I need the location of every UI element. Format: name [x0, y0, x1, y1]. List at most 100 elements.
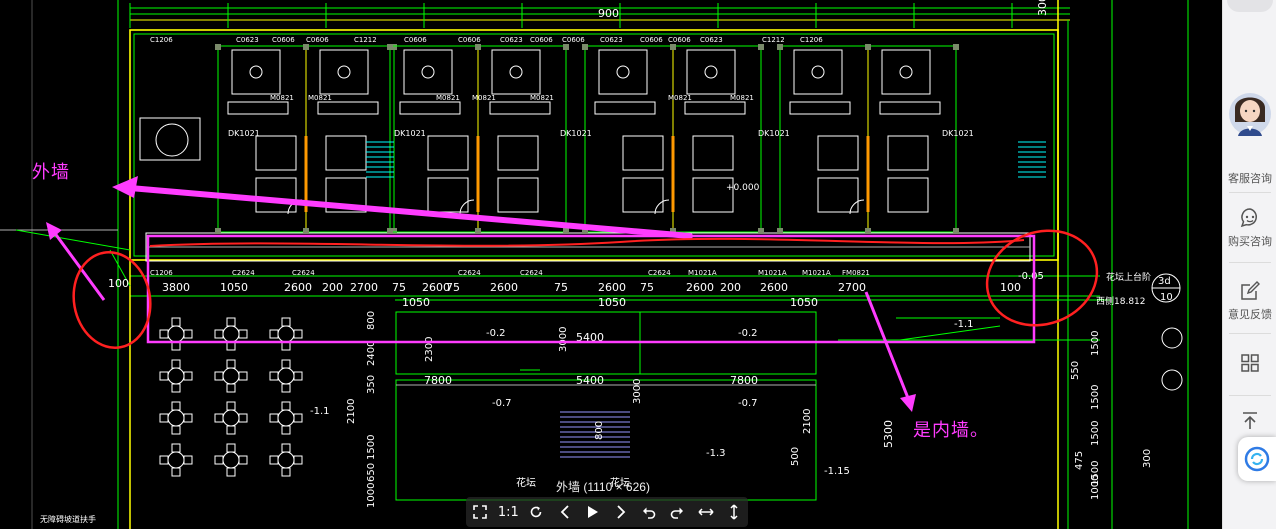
bed	[255, 135, 297, 171]
dining-table	[277, 409, 295, 427]
customer-service-avatar-icon	[1229, 93, 1271, 136]
dining-chair	[171, 383, 181, 393]
room-code: C2624	[292, 269, 315, 277]
top-dim-label: 900	[598, 7, 619, 20]
annotation-arrow	[864, 291, 910, 399]
sidebar-item-customer-service-label[interactable]: 客服咨询	[1228, 173, 1272, 185]
column	[670, 44, 676, 50]
room-code: M1021A	[802, 269, 831, 277]
annotation-arrowhead	[112, 176, 138, 198]
sidebar-item-back-to-top[interactable]	[1223, 410, 1276, 436]
dimension-label-vertical: 2100	[346, 399, 357, 424]
room-code: C1206	[150, 269, 173, 277]
floating-assistant-button[interactable]	[1238, 437, 1276, 481]
column	[582, 44, 588, 50]
dining-chair	[238, 455, 248, 465]
dining-chair	[171, 443, 181, 453]
bed	[622, 135, 664, 171]
side-label: 花坛上台阶	[1106, 271, 1151, 283]
dining-chair	[171, 359, 181, 369]
dimension-label-vertical: 1500	[1090, 461, 1101, 486]
fit-height-icon[interactable]	[722, 500, 746, 524]
bed	[692, 177, 734, 213]
dining-chair	[183, 329, 193, 339]
dimension-label: 5400	[576, 374, 604, 387]
column	[387, 228, 393, 234]
dimension-label: 200	[322, 281, 343, 294]
highlight-rectangle	[146, 234, 1036, 344]
dining-chair	[226, 359, 236, 369]
rotate-icon[interactable]	[524, 500, 548, 524]
zoom-one-to-one-button[interactable]: 1:1	[497, 504, 519, 520]
dining-chair	[226, 443, 236, 453]
desk	[594, 101, 656, 115]
room-code: C0606	[272, 36, 295, 44]
dining-chair	[171, 401, 181, 411]
dining-table	[277, 325, 295, 343]
dimension-label: 2600	[686, 281, 714, 294]
dining-chair	[214, 455, 224, 465]
dining-table	[277, 451, 295, 469]
column	[758, 44, 764, 50]
grid-apps-icon	[1241, 354, 1259, 372]
planter-label: 花坛	[516, 476, 536, 489]
inner-wall-annotation: 是内墙。	[913, 420, 989, 441]
dining-table	[167, 409, 185, 427]
room-code: C2624	[232, 269, 255, 277]
dining-chair	[214, 371, 224, 381]
dimension-label-vertical: 3000	[632, 379, 643, 404]
dining-chair	[238, 329, 248, 339]
dining-table	[167, 451, 185, 469]
room-code: C0606	[306, 36, 329, 44]
prev-icon[interactable]	[553, 500, 577, 524]
dining-chair	[183, 455, 193, 465]
room-code: DK1021	[942, 129, 974, 138]
dimension-label-vertical: 1500	[1090, 385, 1101, 410]
sidebar-item-purchase[interactable]: 购买咨询	[1223, 207, 1276, 249]
dimension-label-vertical: 1000	[366, 483, 377, 508]
dimension-label: 75	[554, 281, 568, 294]
room-code: M0821	[730, 94, 754, 102]
bed	[887, 135, 929, 171]
room-code: DK1021	[758, 129, 790, 138]
dimension-label-vertical: 1500	[366, 435, 377, 460]
next-icon[interactable]	[609, 500, 633, 524]
undo-icon[interactable]	[637, 500, 661, 524]
door-swing	[849, 199, 865, 215]
dining-chair	[171, 425, 181, 435]
elevator	[139, 117, 201, 161]
fit-width-icon[interactable]	[694, 500, 718, 524]
toilet-fixture	[337, 65, 351, 79]
room-code: C0606	[458, 36, 481, 44]
dimension-label: 2600	[284, 281, 312, 294]
fullscreen-icon[interactable]	[468, 500, 492, 524]
dining-chair	[171, 467, 181, 477]
room-code: C0623	[236, 36, 259, 44]
red-circle-annotation	[72, 251, 152, 349]
dining-chair	[238, 371, 248, 381]
red-circle-annotation	[985, 229, 1099, 327]
room-code: M0821	[308, 94, 332, 102]
dimension-label: 100	[108, 277, 129, 290]
room-code: DK1021	[394, 129, 426, 138]
elevation-label: -0.2	[738, 328, 758, 339]
elevation-label: -0.7	[492, 398, 512, 409]
bathroom	[793, 49, 843, 95]
play-icon[interactable]	[581, 500, 605, 524]
dimension-label: 2700	[838, 281, 866, 294]
redo-icon[interactable]	[665, 500, 689, 524]
room-code: C1212	[354, 36, 377, 44]
sidebar-item-apps[interactable]	[1223, 352, 1276, 378]
sidebar-top-tab[interactable]	[1227, 0, 1273, 12]
sidebar-item-feedback[interactable]: 意见反馈	[1223, 280, 1276, 322]
customer-service-item[interactable]	[1228, 84, 1272, 164]
toilet-fixture	[616, 65, 630, 79]
column	[215, 228, 221, 234]
toilet-fixture	[509, 65, 523, 79]
desk	[489, 101, 551, 115]
dining-chair	[159, 329, 169, 339]
dimension-label-vertical: 500	[790, 447, 801, 466]
dimension-label: 2600	[490, 281, 518, 294]
dining-chair	[183, 371, 193, 381]
